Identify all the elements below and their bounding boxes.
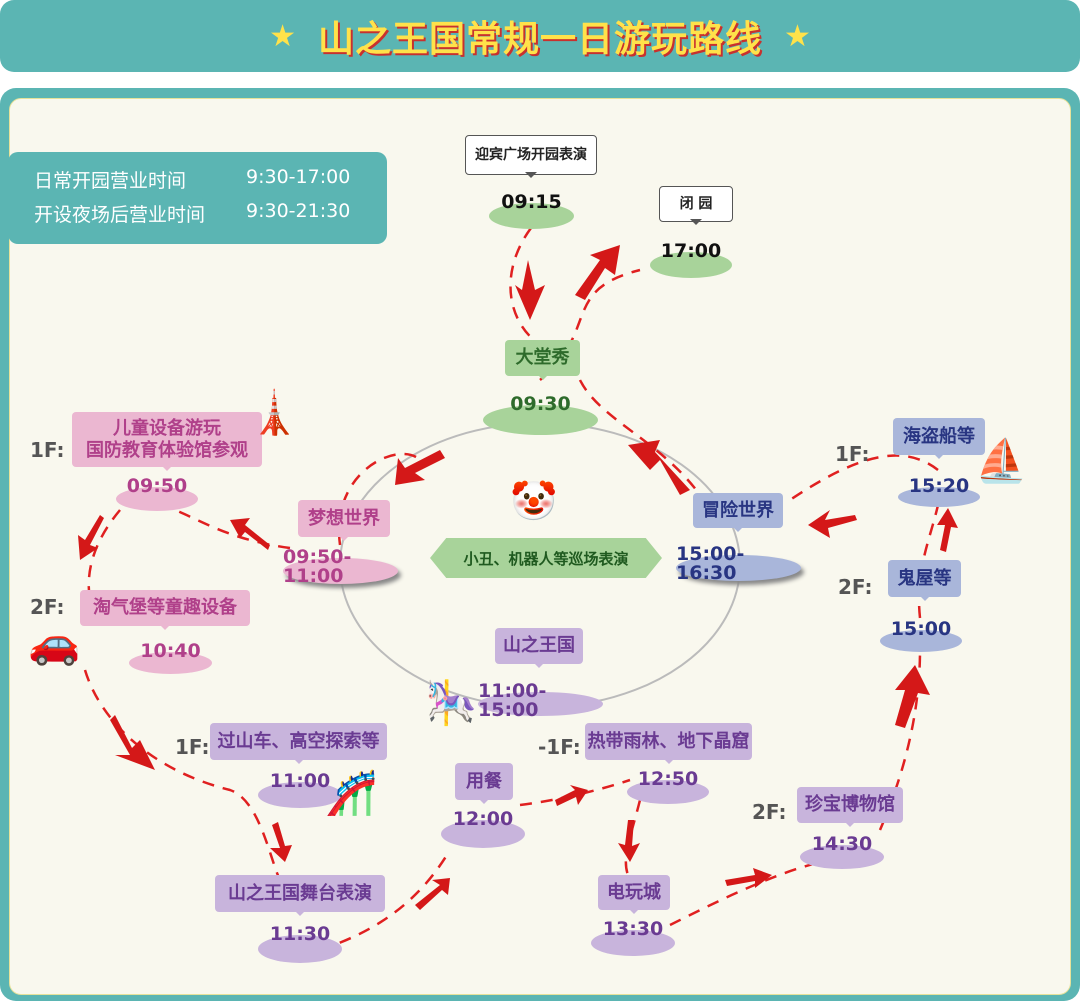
page-title: 山之王国常规一日游玩路线 [317, 19, 762, 60]
arrow-icon [725, 868, 772, 888]
arcade-time: 13:30 [591, 920, 675, 956]
naughty-castle-label: 淘气堡等童趣设备 [80, 590, 250, 630]
hours-label: 开设夜场后营业时间 [34, 204, 206, 226]
welcome-time: 09:15 [489, 193, 574, 229]
dream-world-time: 09:50-11:00 [283, 548, 398, 586]
arrow-icon [110, 715, 155, 770]
kingdom-time: 11:00-15:00 [478, 682, 603, 720]
arrow-icon [415, 878, 450, 910]
arrow-icon [515, 260, 545, 320]
arrow-icon [937, 508, 958, 552]
rainforest-label: 热带雨林、地下晶窟 [585, 723, 752, 764]
arrow-icon [555, 785, 588, 806]
time-text: 14:30 [811, 833, 873, 855]
arrow-icon [628, 440, 690, 495]
bumper-car-icon: 🚗 [28, 618, 81, 667]
star-icon: ★ [269, 18, 296, 54]
clown-icon: 🤡 [510, 479, 558, 523]
center-show-label: 小丑、机器人等巡场表演 [430, 538, 662, 578]
floor-label: -1F: [538, 735, 581, 759]
floor-label: 1F: [835, 442, 870, 466]
time-text: 11:00-15:00 [478, 680, 547, 721]
time-text: 15:00 [890, 618, 952, 640]
meal-time: 12:00 [441, 810, 525, 848]
carousel-icon: 🎠 [425, 678, 478, 727]
floor-label: 1F: [175, 735, 210, 759]
label-line: 儿童设备游玩 [113, 417, 221, 439]
arrow-icon [230, 518, 270, 550]
arrow-icon [395, 450, 445, 485]
welcome-show-label: 迎宾广场开园表演 [465, 135, 597, 178]
naughty-castle-time: 10:40 [129, 642, 212, 674]
time-text: 15:00-16:30 [676, 543, 745, 584]
time-text: 11:00 [269, 770, 331, 792]
museum-label: 珍宝博物馆 [797, 787, 903, 827]
hours-label: 日常开园营业时间 [34, 170, 187, 192]
close-time: 17:00 [650, 242, 732, 278]
pirate-ship-time: 15:20 [898, 477, 980, 507]
route-path [789, 454, 939, 502]
route-path [669, 858, 831, 927]
route-path [174, 508, 291, 550]
meal-label: 用餐 [455, 763, 513, 804]
time-text: 13:30 [602, 918, 664, 940]
museum-time: 14:30 [800, 835, 884, 869]
hours-time: 9:30-17:00 [246, 166, 351, 188]
time-text: 09:50-11:00 [283, 546, 352, 587]
route-path [509, 227, 541, 347]
close-label: 闭 园 [659, 186, 733, 225]
adventure-world-label: 冒险世界 [693, 493, 783, 532]
route-path [87, 509, 121, 601]
arrow-icon [808, 510, 857, 538]
coaster-time: 11:00 [258, 772, 342, 808]
floor-label: 2F: [838, 575, 873, 599]
title-bar: ★ 山之王国常规一日游玩路线 ★ [0, 0, 1080, 72]
route-path [578, 379, 702, 496]
time-text: 11:30 [269, 923, 331, 945]
arcade-label: 电玩城 [598, 875, 670, 914]
time-text: 09:50 [126, 475, 188, 497]
coaster-label: 过山车、高空探索等 [210, 723, 387, 764]
hours-time: 9:30-21:30 [246, 200, 351, 222]
roller-coaster-icon: 🎢 [325, 768, 378, 817]
pirate-ship-label: 海盗船等 [893, 418, 985, 459]
stage-show-label: 山之王国舞台表演 [215, 875, 385, 916]
floor-label: 2F: [752, 800, 787, 824]
route-path [319, 849, 452, 952]
hall-show-time: 09:30 [483, 395, 598, 435]
route-path [83, 669, 282, 881]
time-text: 10:40 [140, 640, 201, 662]
arrow-icon [270, 822, 292, 862]
adventure-world-time: 15:00-16:30 [676, 545, 801, 583]
ghost-house-time: 15:00 [880, 620, 962, 652]
arrow-icon [575, 245, 620, 300]
stage-show-time: 11:30 [258, 925, 342, 963]
hall-show-label: 大堂秀 [505, 340, 580, 380]
ghost-house-label: 鬼屋等 [888, 560, 961, 601]
time-text: 15:20 [908, 475, 970, 497]
rainforest-time: 12:50 [627, 770, 709, 804]
dream-world-label: 梦想世界 [298, 500, 390, 541]
arrow-icon [895, 665, 930, 728]
floor-label: 1F: [30, 438, 65, 462]
time-text: 12:00 [452, 808, 514, 830]
opening-hours-box: 日常开园营业时间 9:30-17:00 开设夜场后营业时间 9:30-21:30 [8, 152, 387, 244]
arrow-icon [78, 515, 104, 560]
pirate-ship-icon: ⛵ [975, 436, 1028, 485]
label-line: 国防教育体验馆参观 [86, 439, 248, 461]
floor-label: 2F: [30, 595, 65, 619]
time-text: 17:00 [660, 240, 722, 262]
kids-rides-label: 儿童设备游玩国防教育体验馆参观 [72, 412, 262, 471]
drop-tower-icon: 🗼 [248, 388, 301, 437]
kids-rides-time: 09:50 [116, 477, 198, 511]
kingdom-label: 山之王国 [495, 628, 583, 668]
star-icon: ★ [784, 18, 811, 54]
time-text: 09:30 [510, 393, 571, 415]
arrow-icon [618, 820, 640, 862]
time-text: 12:50 [637, 768, 699, 790]
time-text: 09:15 [501, 191, 562, 213]
